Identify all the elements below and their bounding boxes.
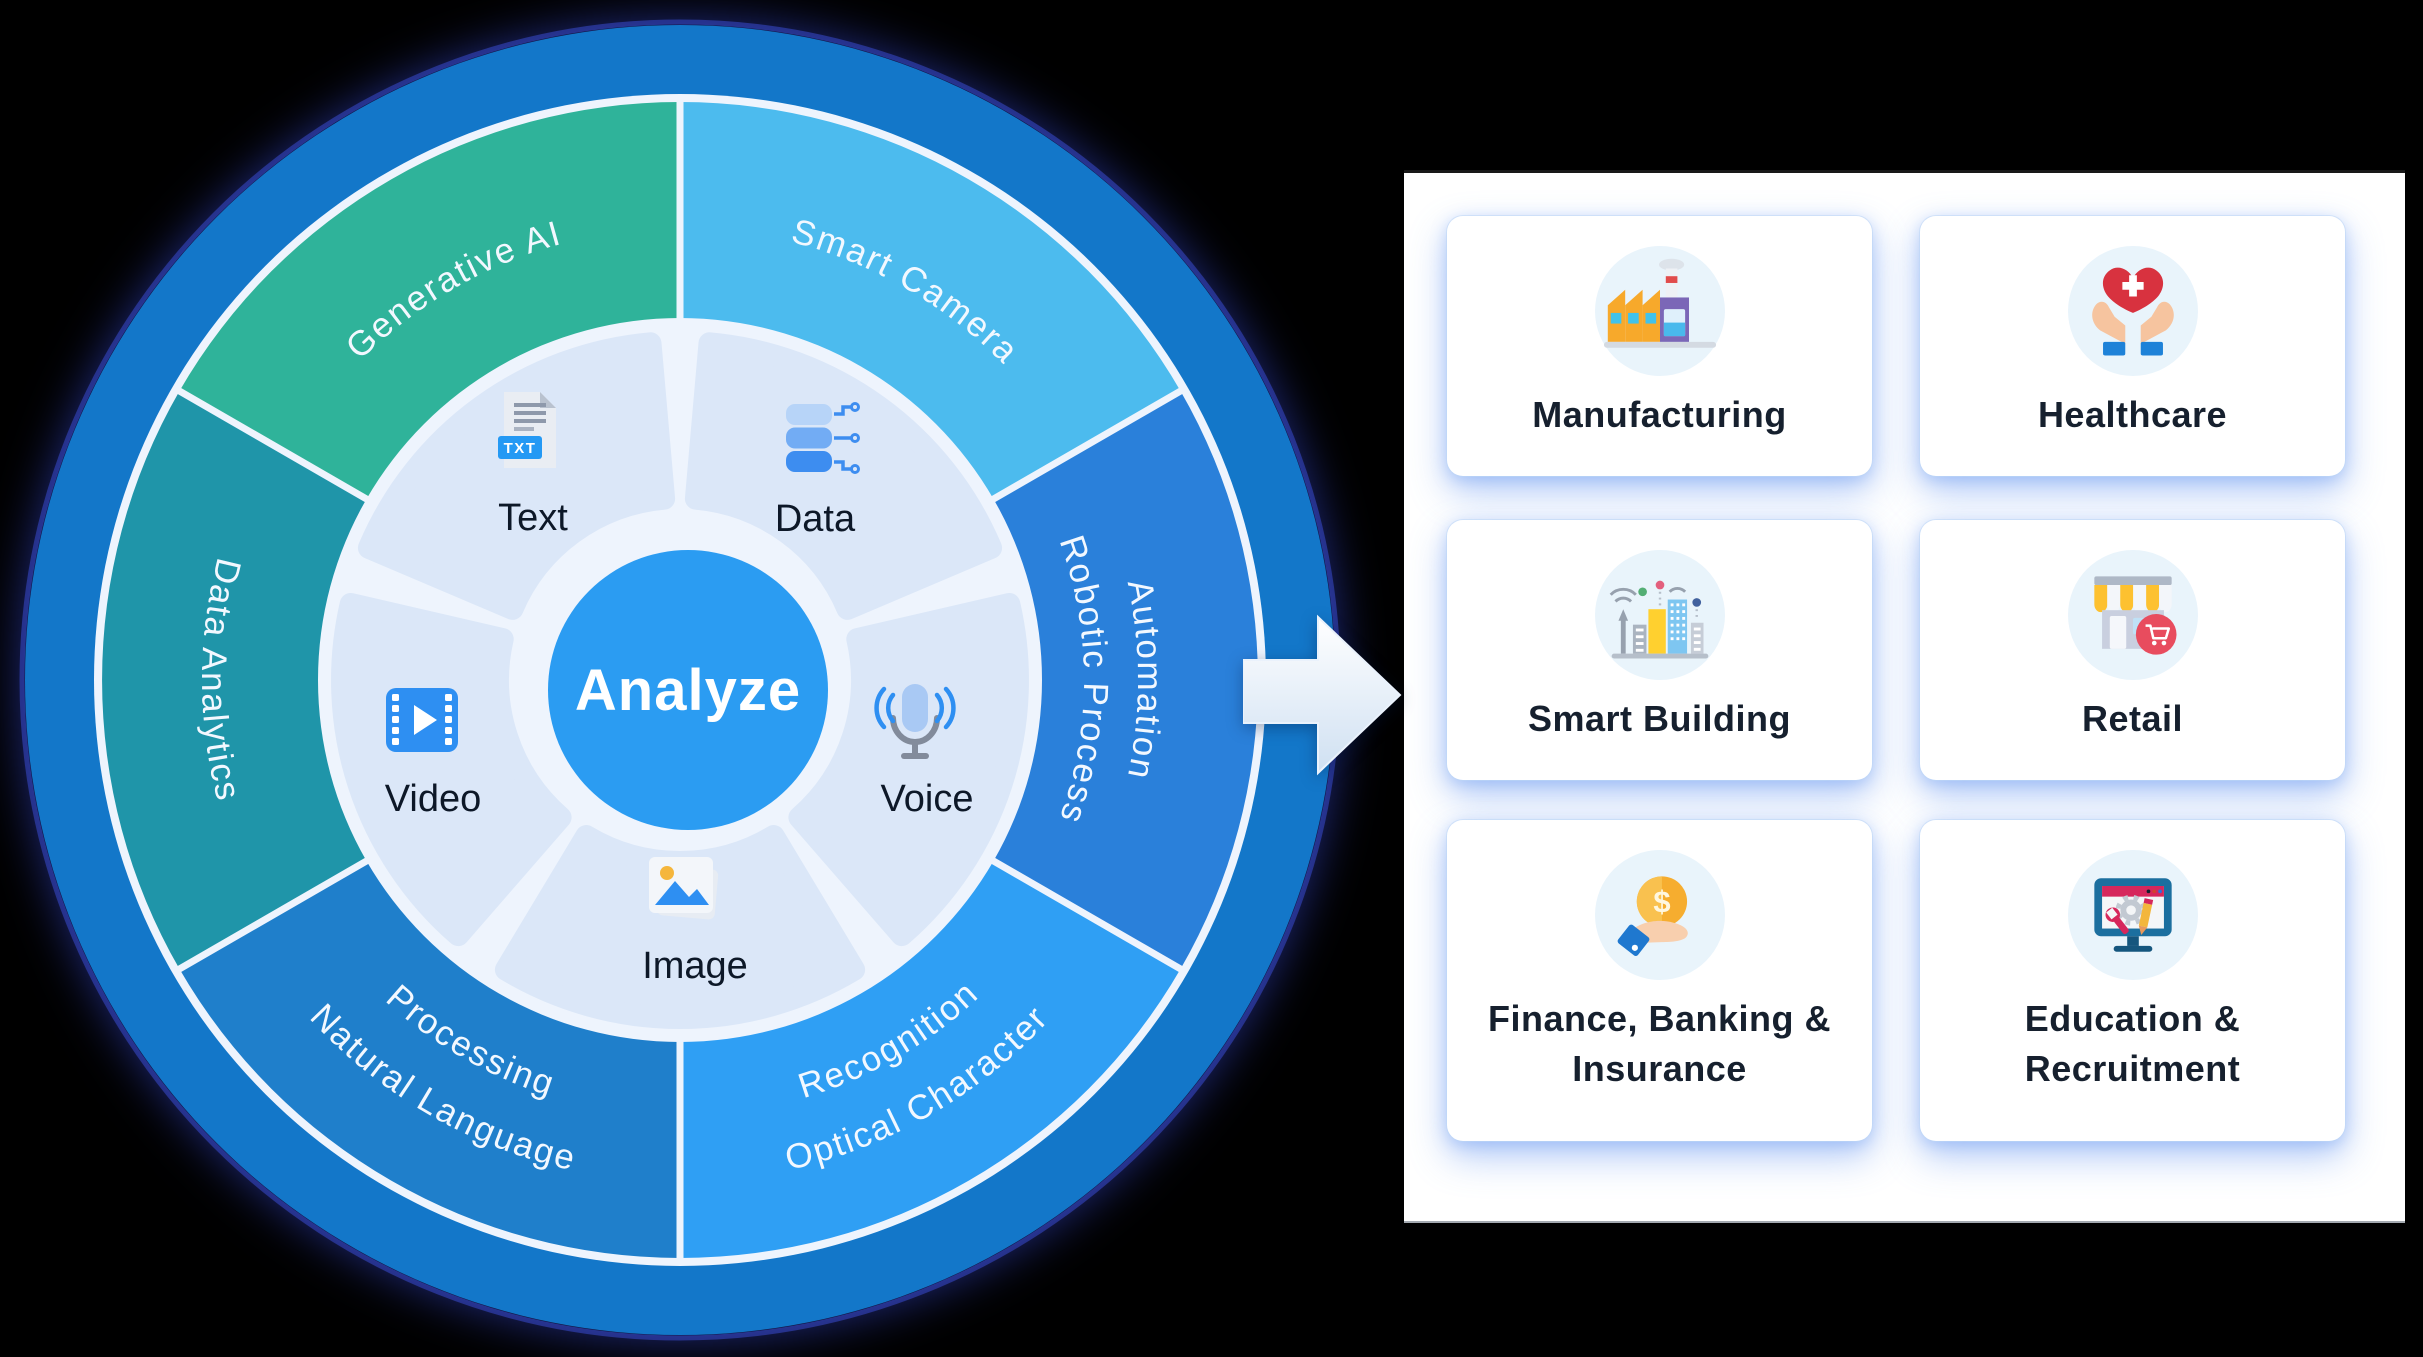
card-manufacturing[interactable]: Manufacturing <box>1447 216 1872 476</box>
coin-hand-icon: $ <box>1594 850 1725 980</box>
storefront-icon <box>2067 550 2198 680</box>
label-text: Text <box>498 497 568 539</box>
segment-optical-character-recognition <box>680 861 1181 1258</box>
factory-icon <box>1594 246 1725 376</box>
ai-wheel-diagram: Generative AI Smart Camera Data Analytic… <box>19 19 1341 1341</box>
flow-arrow-icon <box>1243 614 1402 776</box>
label-voice: Voice <box>881 778 974 820</box>
label-video: Video <box>385 778 482 820</box>
label-image: Image <box>642 945 748 987</box>
card-label: Finance, Banking & Insurance <box>1487 998 1832 1089</box>
svg-text:TXT: TXT <box>504 440 537 457</box>
segment-generative-ai <box>179 102 680 499</box>
segment-robotic-process-automation <box>993 391 1258 969</box>
industries-panel: Manufacturing Healthcare <box>1404 170 2405 1223</box>
petal-text <box>357 332 676 620</box>
analyze-circle <box>548 550 828 830</box>
petal-voice <box>788 593 1029 947</box>
hands-heart-icon <box>2067 246 2198 376</box>
card-smart-building[interactable]: Smart Building <box>1447 520 1872 780</box>
card-healthcare[interactable]: Healthcare <box>1920 216 2345 476</box>
database-icon <box>786 402 860 474</box>
smart-building-icon <box>1594 550 1725 680</box>
petal-image <box>494 825 866 1029</box>
petal-video <box>331 593 572 947</box>
text-file-icon: TXT <box>498 392 556 468</box>
microphone-icon <box>874 684 956 759</box>
card-retail[interactable]: Retail <box>1920 520 2345 780</box>
card-label: Education & Recruitment <box>2024 998 2241 1089</box>
segment-data-analytics <box>102 391 367 969</box>
card-education-recruitment[interactable]: Education & Recruitment <box>1920 820 2345 1141</box>
petal-data <box>684 332 1003 620</box>
card-label: Healthcare <box>2037 394 2228 435</box>
input-petals <box>331 332 1029 1029</box>
monitor-tools-icon <box>2067 850 2198 980</box>
label-data: Data <box>775 498 856 540</box>
analyze-label: Analyze <box>575 658 801 723</box>
image-icon <box>649 857 719 920</box>
video-player-icon <box>386 688 458 752</box>
card-label: Retail <box>2081 698 2184 739</box>
card-finance-banking-insurance[interactable]: $ Finance, Banking & Insurance <box>1447 820 1872 1141</box>
card-label: Smart Building <box>1527 698 1791 739</box>
segment-smart-camera <box>680 102 1181 499</box>
segment-dividers <box>172 96 1188 1264</box>
card-label: Manufacturing <box>1532 394 1787 435</box>
segment-natural-language-processing <box>179 861 680 1258</box>
svg-text:$: $ <box>1653 884 1670 919</box>
